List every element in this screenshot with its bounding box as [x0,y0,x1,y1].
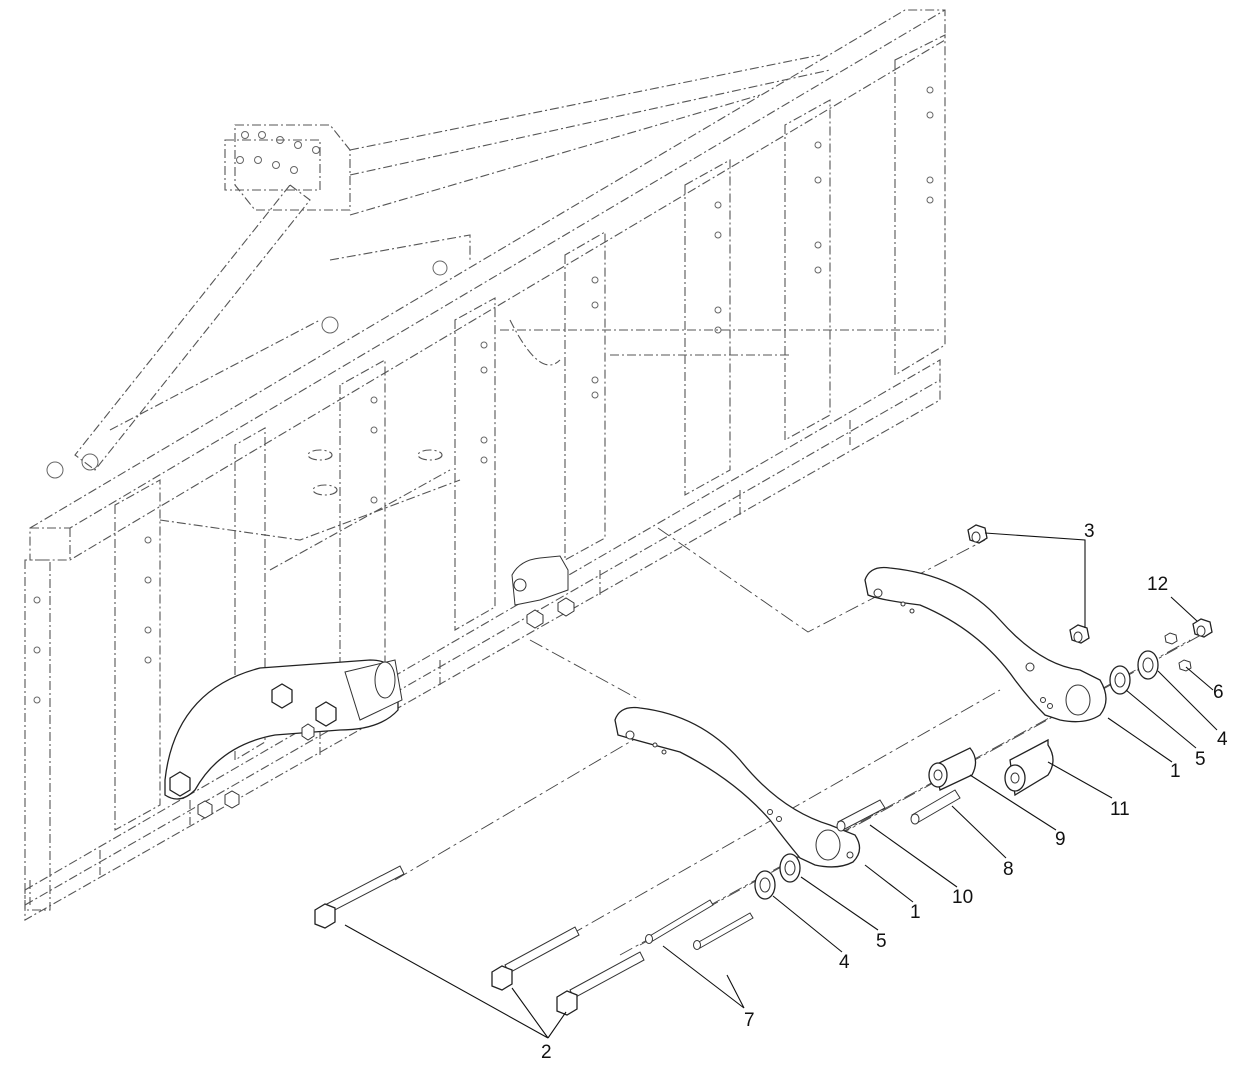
frame-assembly [24,9,946,921]
callout-2-bolts: 2 [541,1042,552,1063]
arm-lower [614,706,861,868]
callout-6-small-nut: 6 [1213,682,1224,703]
callout-11-spacer: 11 [1110,799,1130,820]
callout-1-upper-arm: 1 [1170,761,1181,782]
callout-3-nuts: 3 [1084,521,1095,542]
arm-upper [864,566,1107,723]
callout-4-lower-washer: 4 [839,952,850,973]
assembly-centerlines [394,527,1211,956]
installed-arm-assembly [164,659,403,819]
callout-7-bolts: 7 [744,1010,755,1031]
callout-4-upper-washer: 4 [1217,729,1228,750]
callout-9-spacer: 9 [1055,829,1066,850]
exploded-parts [314,524,1213,1016]
callout-10-pin: 10 [952,887,974,908]
callout-8-pin: 8 [1003,859,1014,880]
callout-1-lower-arm: 1 [910,902,921,923]
callout-12-nut: 12 [1147,574,1169,595]
callout-5-lower-washer: 5 [876,931,887,952]
callout-5-upper-washer: 5 [1195,749,1206,770]
leader-lines [344,532,1218,1039]
